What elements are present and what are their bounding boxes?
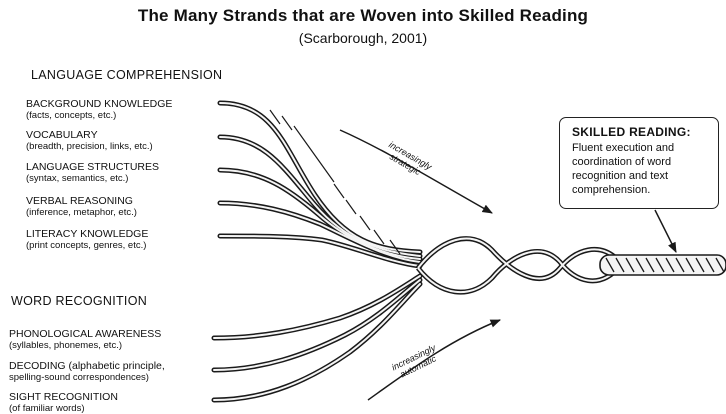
skilled-reading-description: Fluent execution and coordination of wor… (572, 141, 712, 197)
strand-background-knowledge (220, 103, 420, 252)
skilled-reading-title: SKILLED READING: (572, 125, 712, 139)
merge-loops-highlight (418, 239, 620, 292)
skilled-reading-rope (600, 255, 726, 275)
arrow-skilled-reading-pointer (655, 210, 676, 252)
strand-sight-recognition (214, 284, 420, 400)
comprehension-strands (220, 103, 420, 266)
merge-loops (418, 239, 620, 292)
skilled-reading-box: SKILLED READING: Fluent execution and co… (559, 117, 719, 209)
